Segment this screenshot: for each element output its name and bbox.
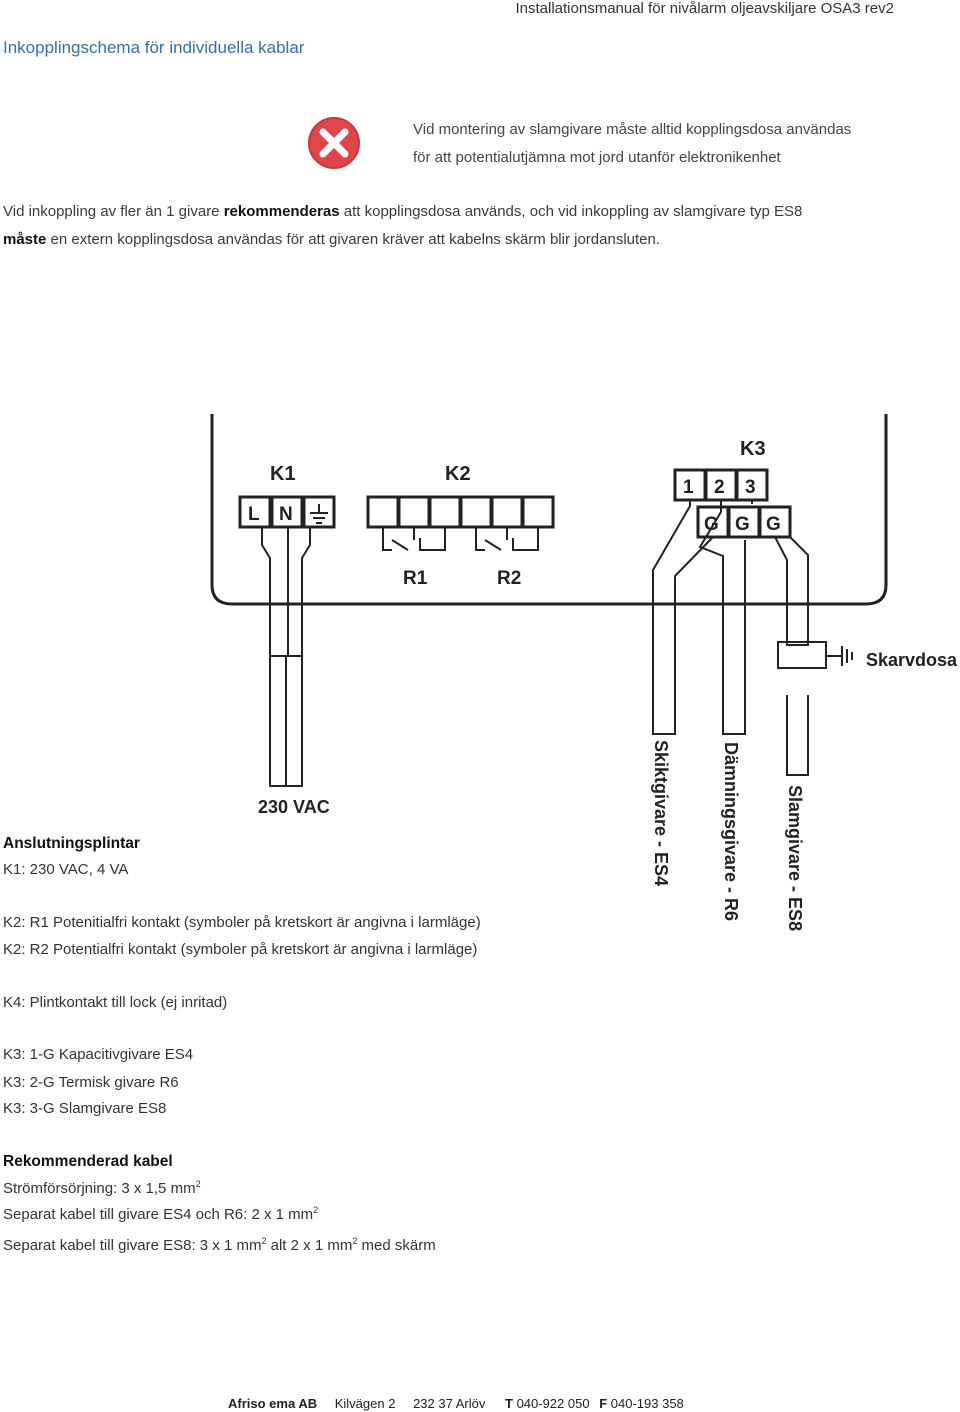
k1-terminal-n: N <box>279 504 293 525</box>
footer-street: Kilvägen 2 <box>334 1396 396 1411</box>
junction-box-label: Skarvdosa <box>866 650 958 670</box>
footer-phone: 040-922 050 <box>516 1396 590 1411</box>
document-header: Installationsmanual för nivålarm oljeavs… <box>515 0 894 17</box>
sensor-label-r6: Dämningsgivare - R6 <box>721 742 741 921</box>
ground-icon <box>310 504 328 524</box>
k3-terminal-g3: G <box>766 514 781 535</box>
power-label: 230 VAC <box>258 797 330 817</box>
footer-city: 232 37 Arlöv <box>413 1396 486 1411</box>
wiring-diagram: K1 L N K2 R1 R2 K3 1 2 3 G G G <box>210 414 958 931</box>
k3-terminal-g1: G <box>704 514 719 535</box>
intro-line-2: måste en extern kopplingsdosa användas f… <box>3 231 661 248</box>
cable-power: Strömförsörjning: 3 x 1,5 mm2 <box>3 1179 201 1197</box>
section-title: Inkopplingschema för individuella kablar <box>3 38 305 57</box>
k1-terminal-l: L <box>248 504 260 525</box>
legend-k3-3: K3: 3-G Slamgivare ES8 <box>3 1100 167 1117</box>
legend-k3-2: K3: 2-G Termisk givare R6 <box>3 1074 179 1091</box>
relay-r2-symbol <box>475 527 539 551</box>
k3-terminal-3: 3 <box>745 477 756 498</box>
r1-label: R1 <box>403 568 428 589</box>
relay-r1-symbol <box>382 527 446 551</box>
footer-phone-label: T <box>504 1396 513 1411</box>
k3-terminal-2: 2 <box>714 477 725 498</box>
k3-terminal-1: 1 <box>683 477 694 498</box>
legend-k3-1: K3: 1-G Kapacitivgivare ES4 <box>3 1046 194 1063</box>
footer: Afriso ema AB Kilvägen 2 232 37 Arlöv T … <box>228 1396 698 1411</box>
k3-terminal-g2: G <box>735 514 750 535</box>
legend-k4: K4: Plintkontakt till lock (ej inritad) <box>3 994 228 1011</box>
legend-k1: K1: 230 VAC, 4 VA <box>3 861 129 878</box>
enclosure-outline <box>210 414 888 606</box>
warning-line-1: Vid montering av slamgivare måste alltid… <box>413 121 852 138</box>
footer-fax: 040-193 358 <box>610 1396 684 1411</box>
intro-line-1: Vid inkoppling av fler än 1 givare rekom… <box>3 203 803 220</box>
sensor-label-es4: Skiktgivare - ES4 <box>651 740 671 886</box>
warning-line-2: för att potentialutjämna mot jord utanfö… <box>413 149 781 166</box>
cable-heading: Rekommenderad kabel <box>3 1153 173 1170</box>
legend-k2-r1: K2: R1 Potenitialfri kontakt (symboler p… <box>3 914 481 931</box>
sensor-label-es8: Slamgivare - ES8 <box>785 785 805 931</box>
footer-fax-label: F <box>599 1396 608 1411</box>
r2-label: R2 <box>497 568 521 589</box>
legend-k2-r2: K2: R2 Potentialfri kontakt (symboler på… <box>3 941 478 958</box>
footer-company: Afriso ema AB <box>228 1396 318 1411</box>
k1-label: K1 <box>270 463 296 485</box>
cable-es8: Separat kabel till givare ES8: 3 x 1 mm2… <box>3 1236 436 1254</box>
cable-es4-r6: Separat kabel till givare ES4 och R6: 2 … <box>3 1205 319 1223</box>
error-x-icon <box>308 117 360 169</box>
k3-label: K3 <box>740 438 766 460</box>
legend-heading: Anslutningsplintar <box>3 835 140 852</box>
k2-label: K2 <box>445 463 471 485</box>
ground-icon <box>826 646 853 666</box>
